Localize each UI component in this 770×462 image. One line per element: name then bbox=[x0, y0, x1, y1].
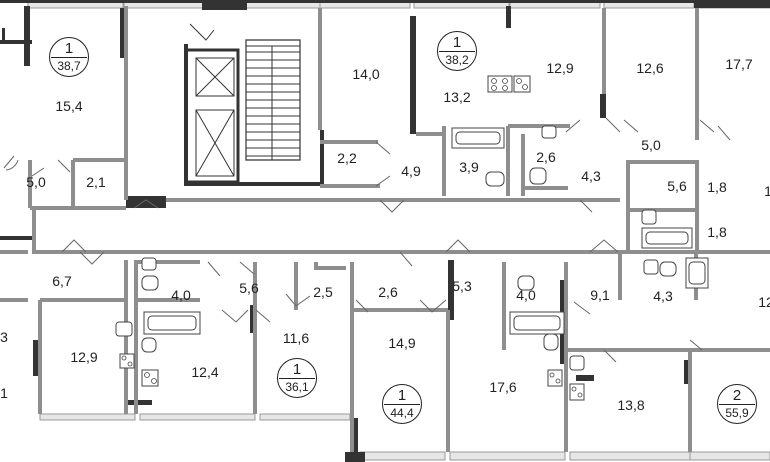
apartment-rooms: 2 bbox=[732, 387, 742, 404]
room-area: 3,9 bbox=[459, 159, 479, 175]
room-area: 12,4 bbox=[191, 364, 219, 380]
apartment-badge: 1 38,2 bbox=[437, 31, 477, 71]
apartment-rooms: 1 bbox=[452, 34, 462, 51]
room-area: 4,9 bbox=[401, 163, 421, 179]
badge-divider bbox=[279, 378, 315, 379]
room-area: 14,9 bbox=[388, 335, 416, 351]
apartment-area: 38,2 bbox=[445, 53, 469, 67]
room-area: 2,6 bbox=[536, 149, 556, 165]
apartment-badge: 1 44,4 bbox=[382, 384, 422, 424]
room-area: 4,0 bbox=[171, 287, 191, 303]
room-area-edge: 3 bbox=[0, 329, 8, 345]
room-area-edge: 12 bbox=[758, 294, 770, 310]
apartment-rooms: 1 bbox=[397, 387, 407, 404]
room-area: 11,6 bbox=[282, 330, 310, 346]
room-area: 5,0 bbox=[26, 174, 46, 190]
room-area: 12,9 bbox=[70, 349, 98, 365]
apartment-rooms: 1 bbox=[292, 361, 302, 378]
apartment-area: 36,1 bbox=[285, 380, 309, 394]
room-area: 4,0 bbox=[516, 287, 536, 303]
apartment-area: 38,7 bbox=[57, 59, 81, 73]
room-area: 4,3 bbox=[581, 168, 601, 184]
room-area: 12,6 bbox=[636, 60, 664, 76]
room-area: 14,0 bbox=[352, 66, 380, 82]
apartment-badge: 1 36,1 bbox=[277, 358, 317, 398]
room-area: 17,7 bbox=[725, 56, 753, 72]
room-area: 5,6 bbox=[667, 178, 687, 194]
badge-divider bbox=[51, 57, 87, 58]
room-area-edge: 1 bbox=[0, 385, 8, 401]
apartment-area: 44,4 bbox=[390, 406, 414, 420]
apartment-rooms: 1 bbox=[64, 40, 74, 57]
room-area: 1,8 bbox=[707, 224, 727, 240]
room-area: 5,0 bbox=[641, 137, 661, 153]
badge-divider bbox=[439, 51, 475, 52]
badge-divider bbox=[719, 404, 755, 405]
room-area: 13,2 bbox=[443, 89, 471, 105]
room-area: 2,2 bbox=[337, 150, 357, 166]
room-area: 9,1 bbox=[590, 287, 610, 303]
apartment-area: 55,9 bbox=[725, 406, 749, 420]
room-area: 13,8 bbox=[617, 397, 645, 413]
room-area: 5,3 bbox=[452, 278, 472, 294]
room-area: 6,7 bbox=[52, 273, 72, 289]
room-area: 1,8 bbox=[707, 179, 727, 195]
room-area-edge: 1 bbox=[764, 183, 770, 199]
room-area: 4,3 bbox=[653, 288, 673, 304]
room-area: 2,1 bbox=[86, 174, 106, 190]
room-area: 15,4 bbox=[55, 98, 83, 114]
badge-divider bbox=[384, 404, 420, 405]
apartment-badge: 1 38,7 bbox=[49, 37, 89, 77]
room-area: 17,6 bbox=[489, 379, 517, 395]
room-area: 2,6 bbox=[378, 284, 398, 300]
room-area: 5,6 bbox=[239, 280, 259, 296]
room-area: 12,9 bbox=[546, 60, 574, 76]
apartment-badge: 2 55,9 bbox=[717, 384, 757, 424]
room-area: 2,5 bbox=[313, 284, 333, 300]
